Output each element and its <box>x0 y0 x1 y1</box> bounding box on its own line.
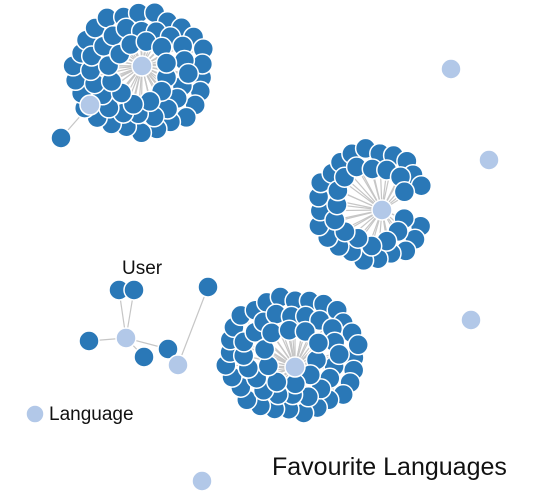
legend-language-label: Language <box>49 404 134 425</box>
user-node <box>197 276 219 298</box>
user-node <box>328 343 350 366</box>
user-node <box>78 330 100 352</box>
language-node <box>191 470 213 492</box>
legend-user-label: User <box>122 258 163 279</box>
language-node <box>131 55 153 77</box>
user-node <box>260 322 283 344</box>
user-node <box>347 334 369 356</box>
user-node <box>155 52 178 74</box>
user-node <box>177 62 200 85</box>
language-node <box>478 149 500 171</box>
user-node <box>133 346 155 368</box>
language-node <box>79 94 101 116</box>
user-node <box>123 279 145 301</box>
language-node <box>440 58 462 80</box>
language-node <box>460 309 482 331</box>
graph-title: Favourite Languages <box>272 453 507 481</box>
user-node <box>393 181 416 203</box>
user-node <box>307 332 330 354</box>
user-node <box>50 127 72 149</box>
nodes-layer <box>25 1 500 492</box>
language-node <box>284 356 306 378</box>
graph-edge <box>177 286 209 366</box>
language-node <box>371 199 393 221</box>
language-node <box>167 354 189 376</box>
language-node <box>115 327 137 349</box>
legend-language-marker <box>25 404 45 424</box>
user-node <box>157 338 179 360</box>
